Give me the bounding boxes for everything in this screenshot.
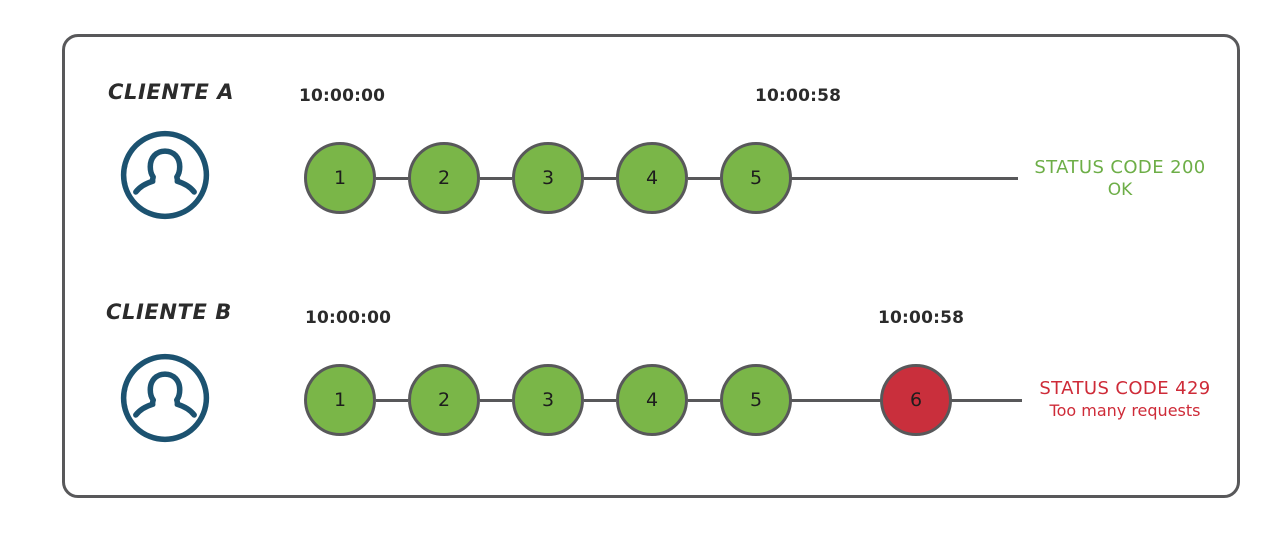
status-b-text: Too many requests [1049, 400, 1201, 420]
connector-to-status [950, 399, 1022, 402]
request-node[interactable]: 5 [720, 364, 792, 436]
connector-to-status [790, 177, 1018, 180]
user-avatar-icon [119, 129, 211, 221]
request-node[interactable]: 4 [616, 142, 688, 214]
request-node[interactable]: 1 [304, 142, 376, 214]
status-a-code: STATUS CODE 200 [1034, 157, 1206, 178]
row-a-start-time: 10:00:00 [299, 86, 386, 106]
request-node[interactable]: 5 [720, 142, 792, 214]
status-badge-a: STATUS CODE 200 OK [1020, 157, 1220, 201]
status-a-text: OK [1107, 179, 1133, 200]
connector [584, 177, 616, 180]
client-b-label: CLIENTE B [106, 300, 232, 324]
connector [376, 177, 408, 180]
connector [688, 177, 720, 180]
request-node[interactable]: 2 [408, 364, 480, 436]
connector [688, 399, 720, 402]
request-node[interactable]: 2 [408, 142, 480, 214]
connector [376, 399, 408, 402]
connector [480, 399, 512, 402]
row-a-end-time: 10:00:58 [755, 86, 842, 106]
request-node[interactable]: 3 [512, 364, 584, 436]
status-b-code: STATUS CODE 429 [1039, 378, 1211, 399]
request-node[interactable]: 4 [616, 364, 688, 436]
connector [584, 399, 616, 402]
request-node[interactable]: 3 [512, 142, 584, 214]
request-node-rejected[interactable]: 6 [880, 364, 952, 436]
request-node[interactable]: 1 [304, 364, 376, 436]
connector [790, 399, 882, 402]
status-badge-b: STATUS CODE 429 Too many requests [1022, 378, 1228, 421]
connector [480, 177, 512, 180]
client-a-label: CLIENTE A [108, 80, 235, 104]
row-b-end-time: 10:00:58 [878, 308, 965, 328]
user-avatar-icon [119, 352, 211, 444]
row-b-start-time: 10:00:00 [305, 308, 392, 328]
